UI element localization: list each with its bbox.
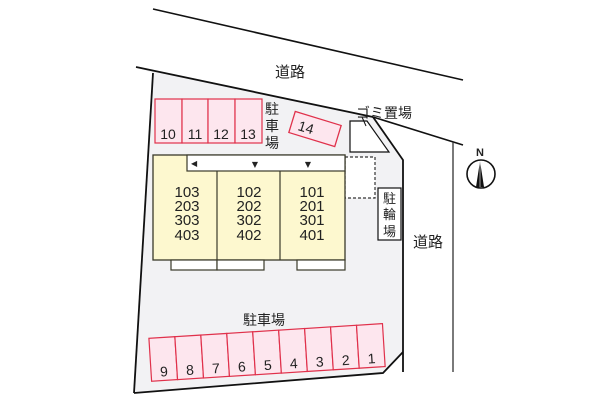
parking-slot-number: 3 <box>315 353 324 369</box>
unit-102-stack: 102 202 302 402 <box>236 184 261 244</box>
parking-slot-number: 4 <box>289 355 298 371</box>
north-compass-icon: N <box>466 147 496 189</box>
room-number: 302 <box>236 212 261 229</box>
parking-slot-number: 8 <box>186 362 195 378</box>
parking-slot <box>288 110 342 148</box>
parking-north-label-1: 駐 <box>265 102 279 118</box>
entrance-marker-icon: ▼ <box>305 160 312 169</box>
lot-east-edge <box>372 116 404 372</box>
parking-north-slots: 10 11 12 13 <box>154 98 263 144</box>
garbage-area-label: ゴミ置場 <box>356 105 412 122</box>
room-number: 301 <box>299 212 324 229</box>
lot-south-edge <box>133 351 404 394</box>
east-road-label: 道路 <box>413 233 443 251</box>
compass-north-label: N <box>476 147 484 159</box>
room-number: 402 <box>236 227 261 244</box>
balcony <box>170 259 218 271</box>
parking-slot <box>355 322 386 369</box>
north-road-outer-edge <box>152 8 464 81</box>
unit-101-stack: 101 201 301 401 <box>299 184 324 244</box>
north-road-inner-edge <box>372 116 464 146</box>
room-number: 102 <box>236 184 261 201</box>
room-number: 203 <box>174 198 199 215</box>
room-number: 303 <box>174 212 199 229</box>
balcony <box>296 259 346 271</box>
room-number: 101 <box>299 184 324 201</box>
bicycle-parking-label-1: 駐 <box>383 192 396 207</box>
parking-slot-number: 2 <box>341 352 350 368</box>
parking-south-slots: 9 8 7 6 5 4 3 2 1 <box>148 322 386 382</box>
garbage-area <box>349 120 391 153</box>
entrance-marker-icon: ▼ <box>252 160 259 169</box>
garbage-label-leader <box>361 116 367 127</box>
building-corridor <box>186 154 346 172</box>
room-number: 403 <box>174 227 199 244</box>
lot-north-edge <box>135 66 374 118</box>
bicycle-parking <box>377 187 402 241</box>
room-number: 401 <box>299 227 324 244</box>
room-number: 201 <box>299 198 324 215</box>
room-number: 202 <box>236 198 261 215</box>
lot-west-edge <box>133 72 154 394</box>
parking-slot-number: 10 <box>160 126 176 142</box>
room-number: 103 <box>174 184 199 201</box>
parking-slot-14: 14 <box>288 110 342 148</box>
north-road-label: 道路 <box>275 63 305 81</box>
parking-slot-number: 9 <box>160 363 169 379</box>
parking-slot-number: 13 <box>240 126 256 142</box>
building-outline <box>152 154 346 261</box>
apartment-building: ◀ ▼ ▼ 103 203 303 403 102 202 302 402 10… <box>152 154 346 271</box>
parking-slot-number: 14 <box>296 117 316 137</box>
parking-south-label: 駐車場 <box>243 312 285 329</box>
entrance-marker-icon: ◀ <box>191 159 198 168</box>
parking-slot <box>234 98 263 144</box>
parking-slot-number: 1 <box>367 350 376 366</box>
unit-103-stack: 103 203 303 403 <box>174 184 199 244</box>
parking-slot-number: 11 <box>188 126 203 142</box>
parking-slot-number: 12 <box>213 126 229 142</box>
bicycle-parking-label-2: 輪 <box>383 207 396 223</box>
dashed-area <box>344 156 376 199</box>
parking-north-label-3: 場 <box>265 136 279 152</box>
parking-slot-number: 6 <box>237 358 246 374</box>
parking-north-label-2: 車 <box>265 118 279 135</box>
parking-slot-number: 5 <box>263 357 272 373</box>
bicycle-parking-label-3: 場 <box>383 225 396 240</box>
parking-slot-number: 7 <box>212 360 221 376</box>
balcony <box>216 259 265 271</box>
